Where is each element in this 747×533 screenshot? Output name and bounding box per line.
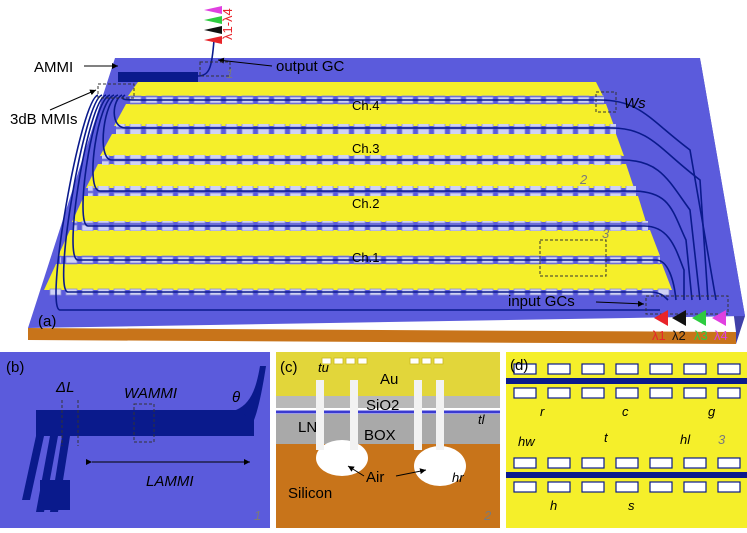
tu-label: tu [318, 360, 329, 375]
input-lambda-2: λ2 [672, 328, 686, 343]
panel-c-box [276, 414, 500, 444]
hr-label: hr [452, 470, 464, 485]
theta-label: θ [232, 389, 240, 406]
region-2-number: 2 [579, 172, 588, 187]
output-gc-pointer [217, 57, 273, 67]
trench-4 [436, 380, 444, 450]
input-lambda-1: λ1 [652, 328, 666, 343]
sio2-label: SiO2 [366, 397, 399, 414]
panel-c-tag: (c) [280, 359, 298, 376]
trench-2 [350, 380, 358, 450]
r-label: r [540, 404, 545, 419]
c-label: c [622, 404, 629, 419]
ammi-body [36, 410, 254, 436]
panel-c-index: 2 [483, 508, 492, 523]
mmis-pointer [49, 89, 97, 111]
panel-b-tag: (b) [6, 359, 24, 376]
input-lambda-3: λ3 [694, 328, 708, 343]
output-gc-label: output GC [276, 58, 345, 75]
panel-d-waveguide-bottom [506, 472, 747, 478]
panel-d-slots [513, 363, 741, 493]
channel-label-1: Ch.1 [352, 250, 379, 265]
region-3-number: 3 [602, 226, 610, 241]
trench-1 [316, 380, 324, 450]
ammi-block [118, 72, 198, 82]
region-1-box [199, 61, 231, 77]
output-lambda-cones [204, 6, 222, 44]
l-ammi-label: LAMMI [146, 473, 194, 490]
mmi-group [97, 83, 135, 99]
panel-a-tag: (a) [38, 313, 56, 330]
input-gcs-pointer [595, 300, 645, 307]
silicon-label: Silicon [288, 485, 332, 502]
electrode-strips [44, 82, 672, 290]
air-pointer-right [395, 468, 427, 477]
ammi-label: AMMI [34, 59, 73, 76]
box-label: BOX [364, 427, 396, 444]
delta-l-label: ΔL [55, 379, 74, 396]
panel-a: λ1-λ4 AMMI output GC 3dB MMIs Ch.4 Ch.3 … [10, 6, 745, 344]
t-label: t [604, 430, 609, 445]
mmis-label: 3dB MMIs [10, 111, 78, 128]
region-1-number: 1 [226, 66, 233, 81]
ammi-output-taper [236, 366, 266, 420]
panel-b-index: 1 [254, 508, 261, 523]
gold-slot-ribs [321, 357, 444, 365]
waveguides [55, 94, 717, 311]
trench-3 [414, 380, 422, 450]
ws-box [595, 91, 617, 113]
w-ammi-box [133, 403, 155, 443]
ammi-input-waveguides [22, 436, 70, 512]
tl-label: tl [478, 412, 486, 427]
input-lambda-4: λ4 [714, 328, 728, 343]
ln-label: LN [298, 419, 317, 436]
ws-label: Ws [624, 95, 646, 112]
hl-label: hl [680, 432, 691, 447]
channel-label-2: Ch.2 [352, 196, 379, 211]
panel-c: tu Au SiO2 LN BOX tl Air hr Silicon 2 (c… [276, 352, 500, 528]
au-label: Au [380, 371, 398, 388]
panel-c-gold [276, 352, 500, 396]
lambda-range-label: λ1-λ4 [220, 8, 235, 40]
channel-label-4: Ch.4 [352, 98, 379, 113]
s-label: s [628, 498, 635, 513]
w-ammi-label: WAMMI [124, 385, 177, 402]
input-gcs-box [645, 295, 729, 315]
g-label: g [708, 404, 716, 419]
panel-b: ΔL WAMMI LAMMI θ 1 (b) [0, 352, 270, 528]
hw-label: hw [518, 434, 536, 449]
panel-d-tag: (d) [510, 357, 528, 374]
output-waveguide [197, 39, 215, 77]
air-pointer-left [347, 465, 365, 477]
panel-d-index: 3 [718, 432, 726, 447]
panel-d: r c g hw t hl h s 3 (d) [506, 352, 747, 528]
air-cavity-right [414, 446, 466, 486]
region-3-box [539, 239, 607, 277]
input-gcs-label: input GCs [508, 293, 575, 310]
h-label: h [550, 498, 557, 513]
panel-d-waveguide-top [506, 378, 747, 384]
air-label: Air [366, 469, 384, 486]
input-lambda-cones [654, 310, 726, 326]
channel-label-3: Ch.3 [352, 141, 379, 156]
chip-front-face [28, 328, 736, 344]
